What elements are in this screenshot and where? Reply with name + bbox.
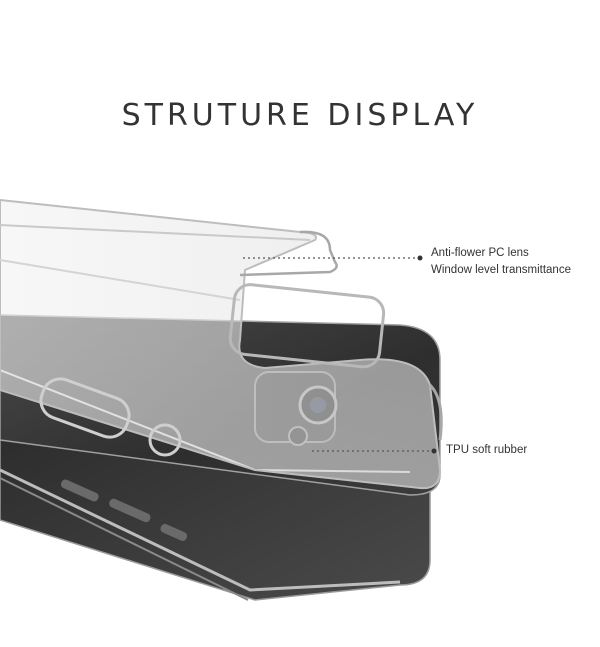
callout-line-text: TPU soft rubber bbox=[446, 444, 528, 456]
case-bumper bbox=[239, 230, 338, 277]
callout-label-tpu: TPU soft rubber bbox=[446, 442, 527, 459]
callout-line-text: Anti-flower PC lens bbox=[431, 247, 529, 259]
side-button-1 bbox=[60, 479, 99, 502]
callout-line-text: Window level transmittance bbox=[431, 264, 571, 276]
callout-label-pc-lens: Anti-flower PC lens Window level transmi… bbox=[431, 245, 571, 279]
page-title: STRUTURE DISPLAY bbox=[121, 98, 479, 133]
case-camera-cutout bbox=[228, 283, 386, 369]
phone-frame-edge bbox=[0, 468, 401, 592]
side-button-2 bbox=[109, 498, 151, 523]
clear-case bbox=[0, 198, 442, 490]
side-button-3 bbox=[160, 523, 188, 541]
